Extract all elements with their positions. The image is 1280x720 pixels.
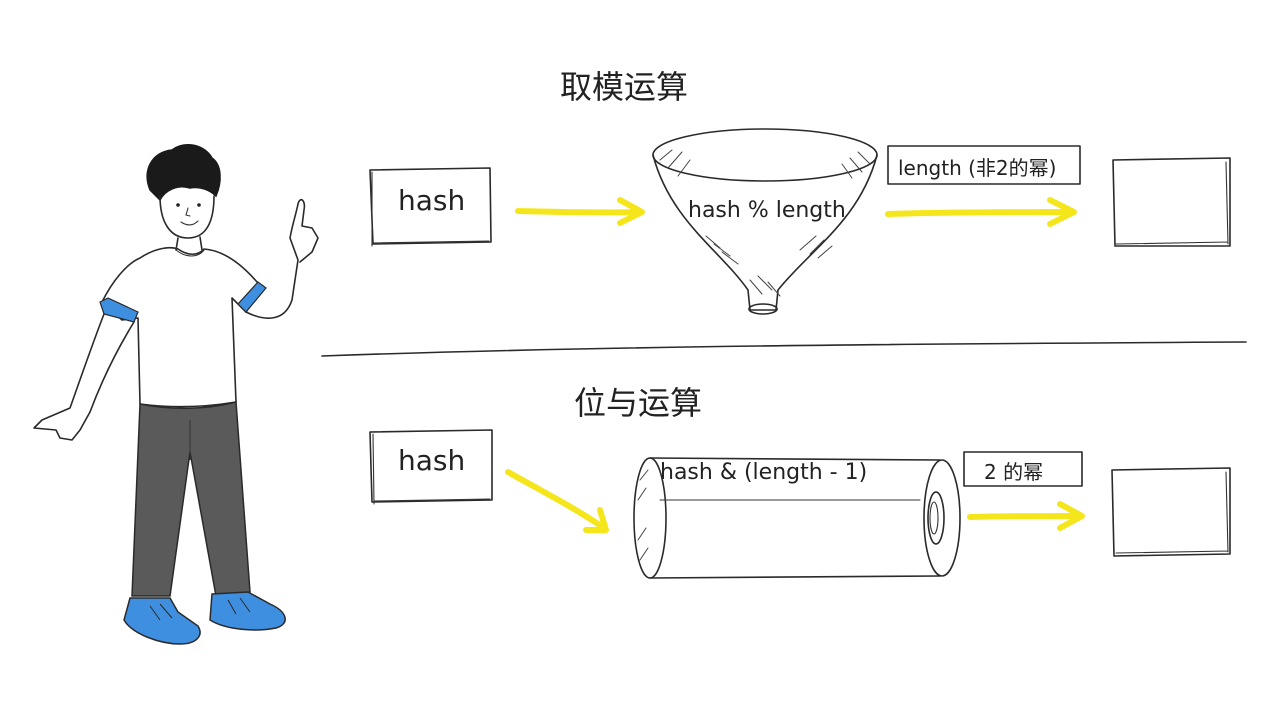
- bitand-condition-label: 2 的幂: [984, 460, 1044, 484]
- bitand-title: 位与运算: [574, 384, 703, 422]
- bitand-output-box: [1111, 467, 1231, 557]
- bitand-input-label: hash: [398, 444, 466, 477]
- person-pants: [131, 401, 251, 597]
- person-illustration: [33, 143, 319, 645]
- modulo-arrow-out: [885, 197, 1077, 227]
- person-sleeve-left: [99, 297, 139, 323]
- person-shoe-right: [209, 591, 286, 631]
- person-hair: [146, 143, 221, 202]
- bitand-input-box: [369, 429, 493, 503]
- person-shirt: [101, 246, 263, 408]
- modulo-operation-label: hash % length: [688, 198, 846, 223]
- modulo-output-box: [1112, 157, 1231, 247]
- section-divider: [321, 341, 1247, 357]
- modulo-input-label: hash: [398, 184, 466, 217]
- modulo-condition-label: length (非2的幂): [898, 156, 1057, 180]
- person-sleeve-right: [237, 281, 267, 313]
- bitand-tube: [633, 457, 961, 579]
- bitand-condition-box: [963, 451, 1083, 487]
- bitand-arrow-out: [967, 501, 1085, 531]
- bitand-arrow-in: [505, 469, 609, 533]
- modulo-funnel: [652, 128, 878, 315]
- person-shoe-left: [123, 597, 201, 645]
- person-face: [159, 195, 215, 239]
- modulo-condition-box: [887, 145, 1081, 185]
- modulo-arrow-in: [515, 197, 645, 226]
- bitand-operation-label: hash & (length - 1): [660, 460, 868, 485]
- modulo-title: 取模运算: [560, 68, 689, 106]
